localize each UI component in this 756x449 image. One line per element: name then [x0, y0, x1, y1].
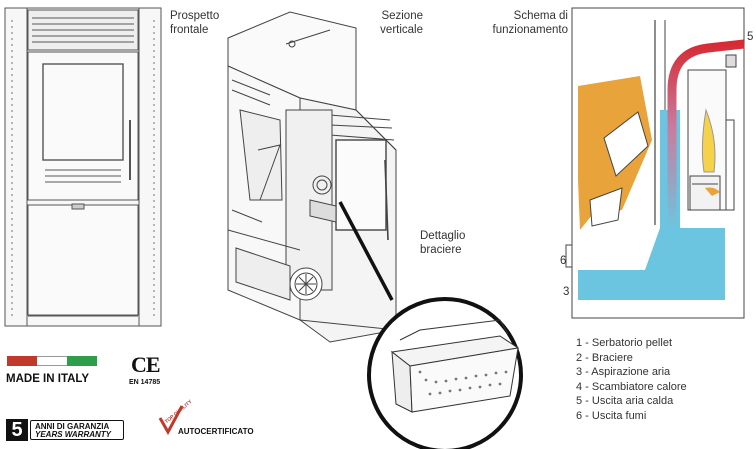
- warranty-badge: 5 ANNI DI GARANZIA YEARS WARRANTY: [6, 419, 124, 441]
- number-5: 5: [747, 31, 754, 43]
- warranty-text-it: ANNI DI GARANZIA: [35, 422, 110, 431]
- made-in-italy-label: MADE IN ITALY: [6, 373, 90, 385]
- warranty-text-en: YEARS WARRANTY: [35, 430, 112, 439]
- warranty-box: ANNI DI GARANZIA YEARS WARRANTY: [30, 420, 124, 440]
- legend-item: 5 - Uscita aria calda: [576, 395, 674, 408]
- vertical-section-drawing: [227, 11, 397, 343]
- check-icon: [158, 405, 184, 436]
- legend-item: 3 - Aspirazione aria: [576, 366, 671, 379]
- legend-item: 1 - Serbatorio pellet: [576, 337, 672, 349]
- operation-scheme-title: Schema di funzionamento: [492, 10, 568, 36]
- ce-mark: CE: [131, 352, 161, 377]
- vertical-section-title: Sezione verticale: [380, 10, 423, 36]
- number-3: 3: [563, 286, 570, 298]
- italian-flag: [7, 356, 97, 366]
- front-view-drawing: [4, 7, 162, 327]
- number-6: 6: [560, 255, 567, 267]
- operation-scheme-drawing: [565, 7, 745, 319]
- front-view-title: Prospetto frontale: [170, 10, 220, 36]
- legend-item: 4 - Scambiatore calore: [576, 380, 687, 393]
- autocertificato-label: AUTOCERTIFICATO: [178, 427, 254, 436]
- legend-item: 6 - Uscita fumi: [576, 409, 647, 422]
- brazier-detail-title: Dettaglio braciere: [420, 230, 466, 256]
- warranty-number: 5: [6, 419, 28, 441]
- legend-item: 2 - Braciere: [576, 351, 633, 364]
- legend: 1 - Serbatorio pellet 2 - Braciere 3 - A…: [576, 336, 687, 424]
- en-norm-label: EN 14785: [129, 379, 161, 386]
- brazier-detail-drawing: [338, 201, 523, 449]
